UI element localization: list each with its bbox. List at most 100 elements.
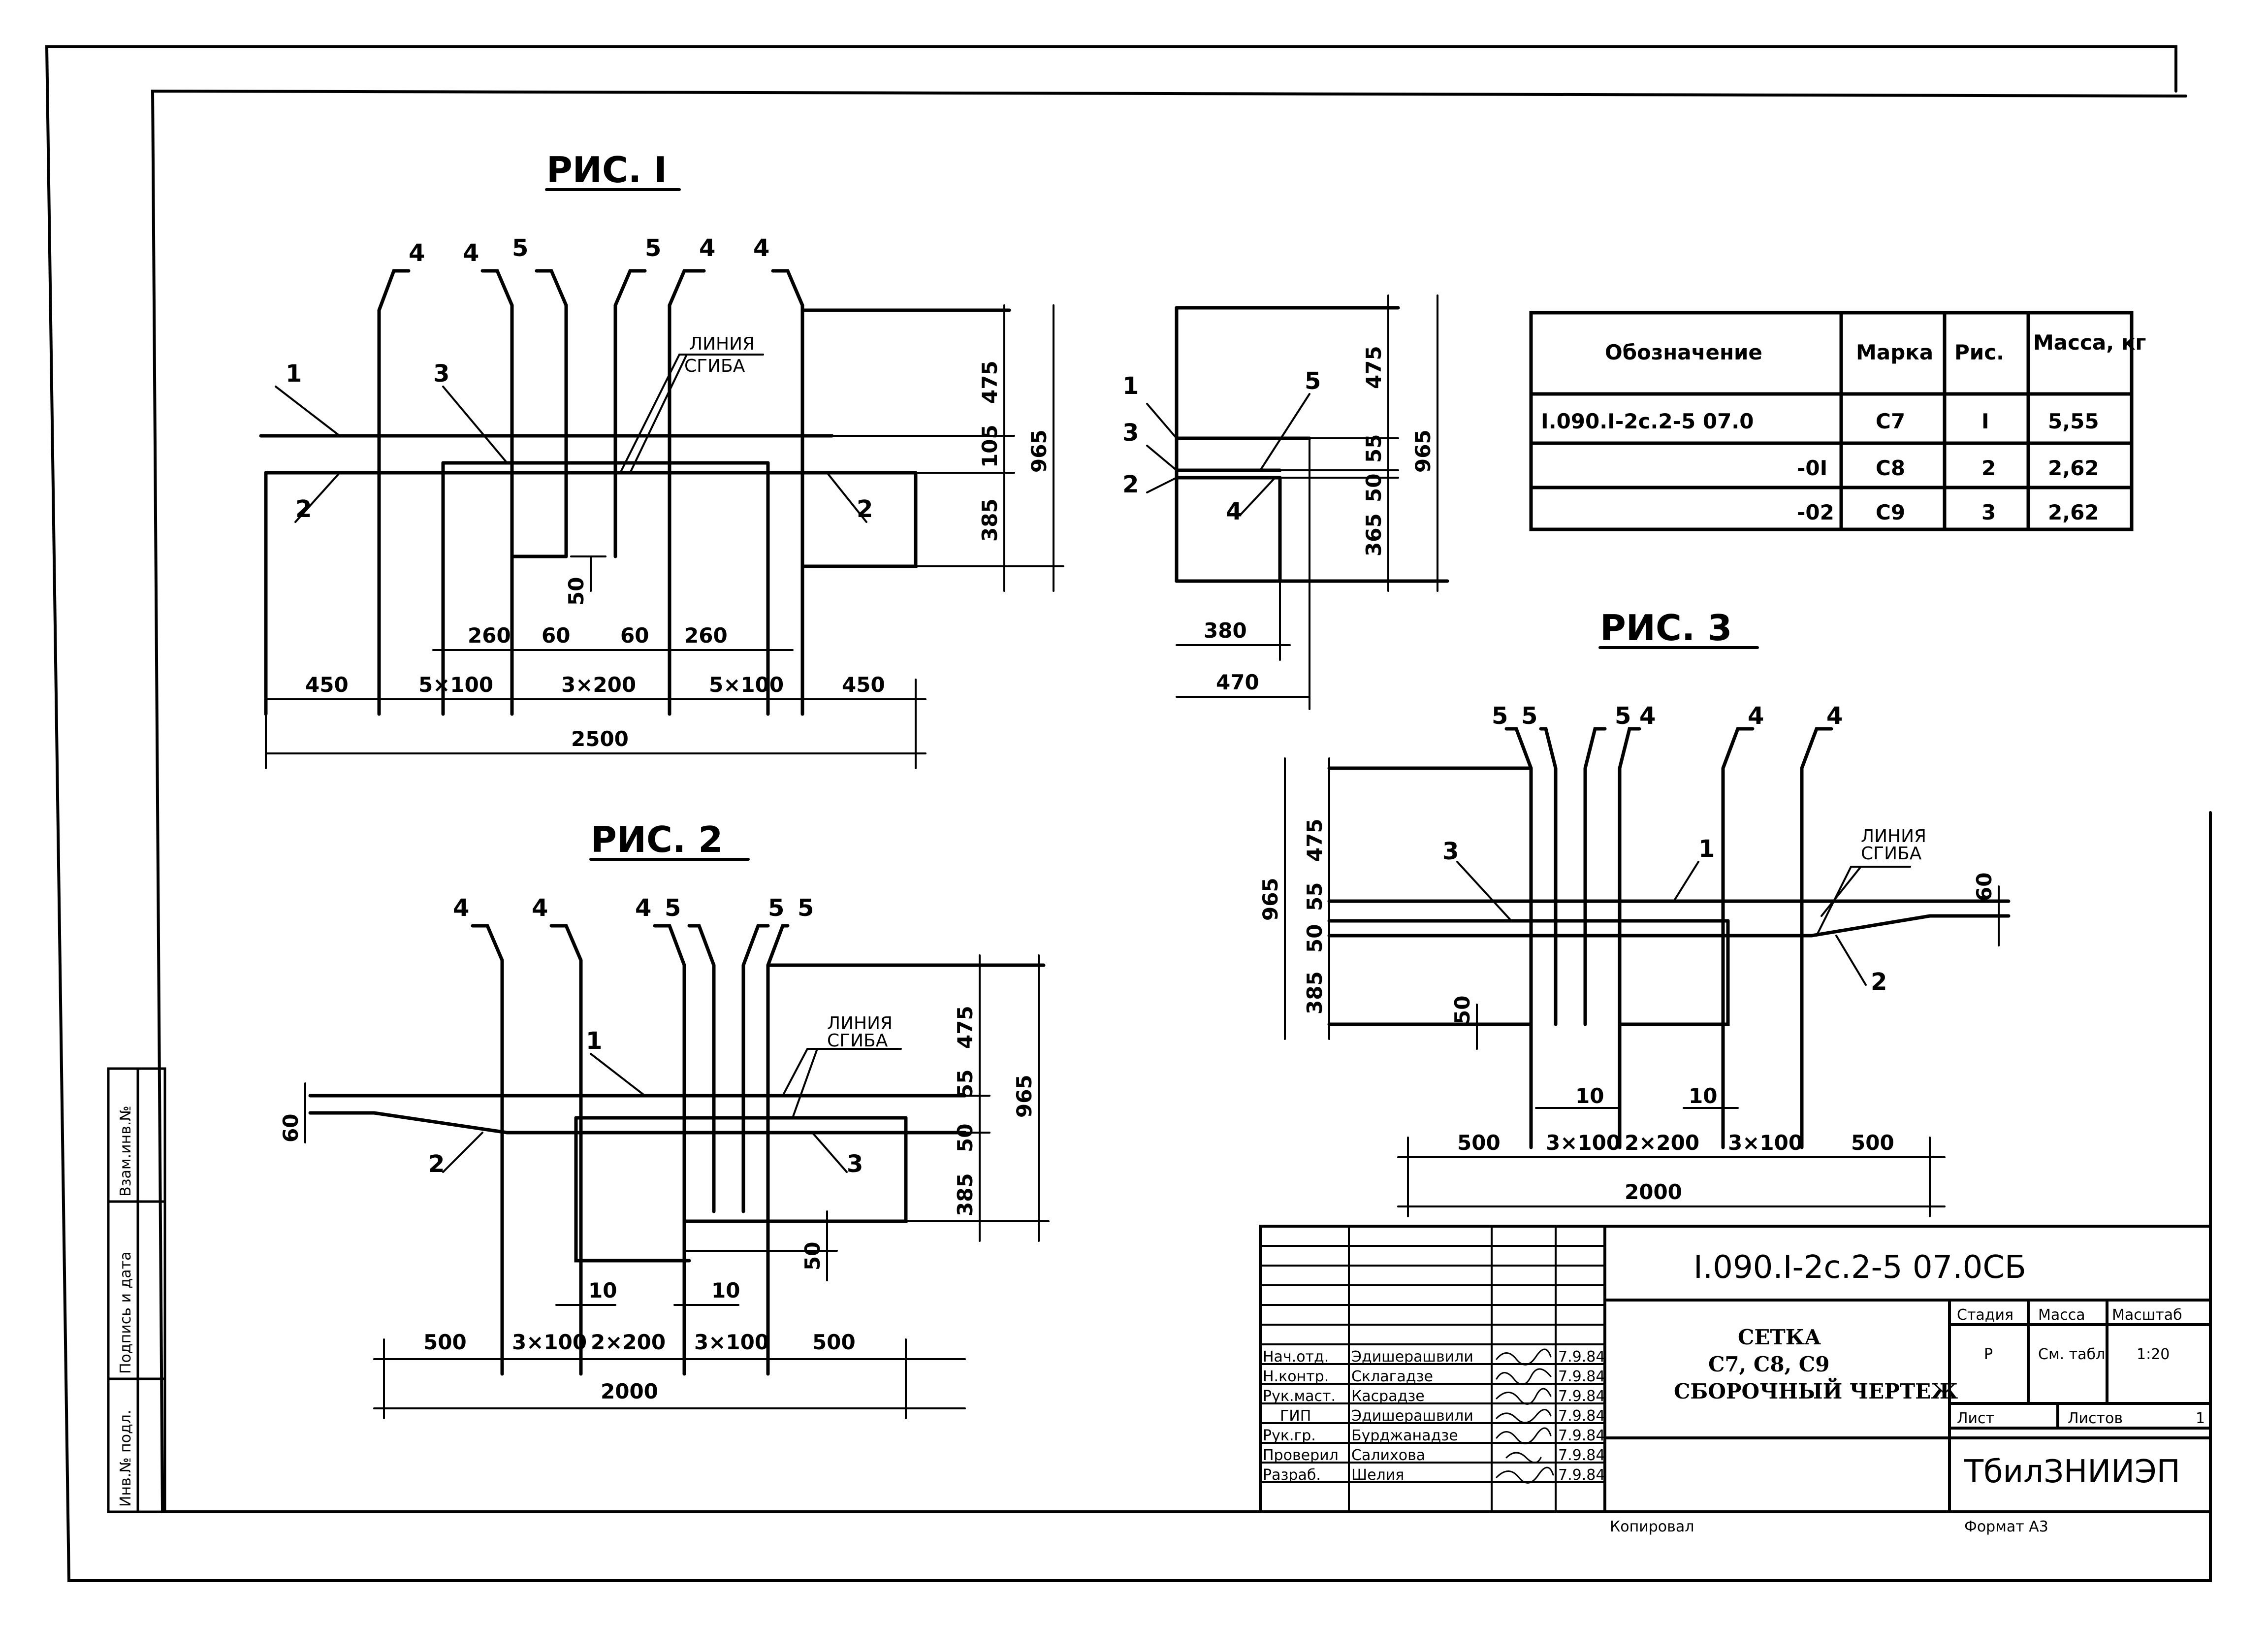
- spec-cell-r1-c3: I: [1981, 409, 1989, 433]
- signer-3-date: 7.9.84: [1558, 1388, 1605, 1405]
- sec-dim-380: 380: [1204, 619, 1247, 643]
- signer-7-name: Шелия: [1351, 1466, 1404, 1484]
- spec-header-mark: Марка: [1856, 340, 1933, 364]
- spec-cell-r2-c4: 2,62: [2048, 456, 2099, 480]
- signer-2-date: 7.9.84: [1558, 1368, 1605, 1385]
- scale-value: 1:20: [2137, 1346, 2170, 1363]
- stamp-sign-label: Подпись и дата: [117, 1252, 134, 1374]
- fig2-dim-2x200: 2×200: [591, 1330, 666, 1354]
- fig2-dim-60: 60: [279, 1114, 303, 1142]
- fig2-pos-4c: 4: [635, 894, 651, 922]
- fig3-pos-5c: 5: [1615, 702, 1631, 730]
- format-label: Формат А3: [1964, 1518, 2048, 1535]
- fig3-pos-1: 1: [1698, 835, 1715, 863]
- sec-pos-1: 1: [1122, 372, 1139, 400]
- signer-4-name: Эдишерашвили: [1351, 1407, 1473, 1425]
- fig2-pos-5b: 5: [768, 894, 784, 922]
- fig2-dim-475: 475: [953, 1006, 977, 1049]
- spec-cell-r3-c1: -02: [1797, 500, 1834, 524]
- side-stamp: Инв.№ подл. Подпись и дата Взам.инв.№: [107, 1067, 166, 1513]
- fig3-dim-965: 965: [1258, 878, 1282, 921]
- fig3-pos-4c: 4: [1826, 702, 1843, 730]
- signer-4-date: 7.9.84: [1558, 1407, 1605, 1425]
- signer-1-name: Эдишерашвили: [1351, 1348, 1473, 1366]
- figure-3: РИС. 3 5 5: [1258, 607, 2011, 1217]
- fig3-dim-385: 385: [1303, 971, 1327, 1014]
- signer-7-role: Разраб.: [1263, 1466, 1321, 1484]
- signer-1-role: Нач.отд.: [1263, 1348, 1329, 1366]
- sec-pos-2: 2: [1122, 471, 1139, 498]
- fig3-dim-60: 60: [1972, 873, 1996, 901]
- fig3-dim-500a: 500: [1457, 1131, 1501, 1155]
- signer-7-date: 7.9.84: [1558, 1466, 1605, 1484]
- mass-label: Масса: [2038, 1306, 2085, 1324]
- fig3-title: РИС. 3: [1600, 607, 1732, 649]
- spec-header-mass: Масса, кг: [2033, 330, 2146, 355]
- fig1-dim-965: 965: [1027, 429, 1051, 473]
- sec-dim-55: 55: [1362, 434, 1386, 463]
- fig2-dim-3x100a: 3×100: [512, 1330, 587, 1354]
- fig3-pos-4b: 4: [1748, 702, 1764, 730]
- fig2-dim-965: 965: [1012, 1074, 1036, 1118]
- fig1-dim-50: 50: [564, 577, 588, 606]
- fig2-dim-500b: 500: [812, 1330, 856, 1354]
- org-name: ТбилЗНИИЭП: [1964, 1454, 2180, 1490]
- spec-cell-r1-c2: С7: [1876, 409, 1905, 433]
- fig2-dim-10a: 10: [588, 1278, 617, 1302]
- fig1-dim-3x200: 3×200: [561, 673, 636, 697]
- fig2-pos-1: 1: [586, 1027, 602, 1055]
- sec-pos-4: 4: [1226, 498, 1242, 525]
- signer-4-role: ГИП: [1280, 1407, 1311, 1425]
- fig1-pos-5b: 5: [645, 234, 661, 262]
- fig1-dim-5x100b: 5×100: [709, 673, 784, 697]
- fig2-pos-4b: 4: [532, 894, 548, 922]
- fig1-bend-1: ЛИНИЯ: [689, 334, 755, 354]
- fig3-pos-3: 3: [1442, 838, 1459, 865]
- fig2-pos-5a: 5: [665, 894, 681, 922]
- signer-3-role: Рук.маст.: [1263, 1388, 1336, 1405]
- fig1-title: РИС. I: [546, 149, 667, 191]
- section-view: 1 3 2 5 4 475 55 50 365 965 380 470: [1122, 294, 1449, 710]
- title-line-3: СБОРОЧНЫЙ ЧЕРТЕЖ: [1674, 1377, 1958, 1403]
- fig1-pos-2b: 2: [857, 495, 873, 523]
- fig1-pos-4b: 4: [463, 239, 479, 267]
- fig1-dim-2500: 2500: [571, 727, 629, 751]
- stage-value: Р: [1984, 1346, 1993, 1363]
- spec-cell-r1-c1: I.090.I-2с.2-5 07.0: [1541, 409, 1754, 433]
- title-block: I.090.I-2с.2-5 07.0СБ СЕТКА С7, С8, С9 С…: [1259, 1225, 2212, 1535]
- fig1-pos-5a: 5: [512, 234, 528, 262]
- doc-code: I.090.I-2с.2-5 07.0СБ: [1693, 1249, 2026, 1286]
- fig1-pos-1: 1: [286, 360, 302, 388]
- fig2-bend-1: ЛИНИЯ: [827, 1013, 893, 1034]
- fig1-dim-475: 475: [978, 360, 1002, 404]
- title-line-2: С7, С8, С9: [1708, 1352, 1829, 1376]
- fig3-pos-2: 2: [1871, 968, 1887, 996]
- spec-cell-r3-c2: С9: [1876, 500, 1905, 524]
- fig3-dim-50b: 50: [1450, 996, 1474, 1024]
- fig2-dim-50b: 50: [800, 1242, 825, 1270]
- fig3-dim-3x100b: 3×100: [1728, 1131, 1803, 1155]
- fig3-dim-10b: 10: [1689, 1084, 1717, 1108]
- fig1-dim-60b: 60: [620, 623, 649, 648]
- spec-header-designation: Обозначение: [1605, 340, 1762, 364]
- sheet-frame: [45, 45, 2212, 1582]
- fig2-dim-50: 50: [953, 1124, 977, 1152]
- fig2-pos-2: 2: [428, 1150, 445, 1178]
- fig2-pos-4a: 4: [453, 894, 469, 922]
- sec-pos-3: 3: [1122, 419, 1139, 447]
- title-line-1: СЕТКА: [1738, 1325, 1821, 1349]
- signer-3-name: Касрадзе: [1351, 1388, 1425, 1405]
- mass-value: См. табл.: [2038, 1346, 2110, 1363]
- figure-2: РИС. 2: [279, 819, 1050, 1419]
- fig1-dim-5x100a: 5×100: [418, 673, 493, 697]
- fig3-pos-5a: 5: [1492, 702, 1508, 730]
- signer-2-name: Склагадзе: [1351, 1368, 1433, 1385]
- sec-dim-965: 965: [1411, 429, 1435, 473]
- fig3-dim-10a: 10: [1575, 1084, 1604, 1108]
- figure-1: РИС. I 4 4 5: [259, 149, 1064, 769]
- signer-5-name: Бурджанадзе: [1351, 1427, 1458, 1444]
- fig3-bend-1: ЛИНИЯ: [1861, 826, 1926, 847]
- spec-cell-r1-c4: 5,55: [2048, 409, 2099, 433]
- spec-cell-r2-c2: С8: [1876, 456, 1905, 480]
- fig2-dim-3x100b: 3×100: [694, 1330, 769, 1354]
